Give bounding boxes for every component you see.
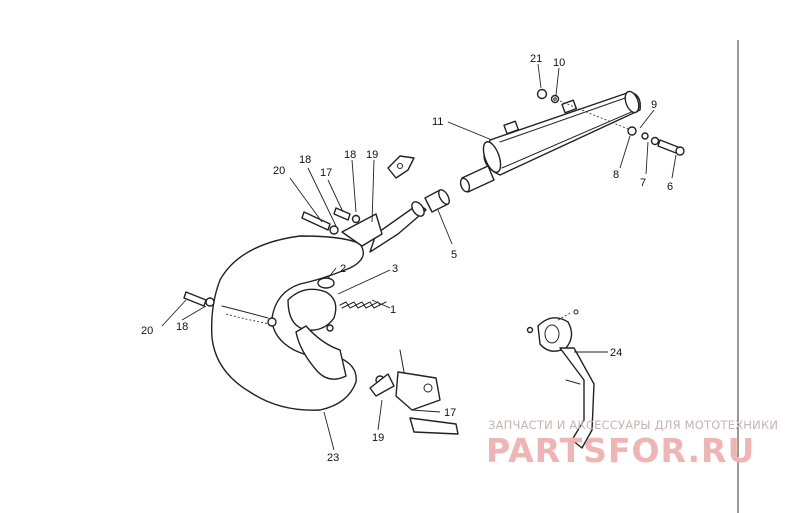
leader-lines (161, 63, 677, 451)
oring-and-springs (317, 277, 387, 309)
callout-5: 5 (451, 249, 457, 261)
callout-18-top: 18 (299, 154, 311, 166)
watermark-subtitle: ЗАПЧАСТИ И АКСЕССУАРЫ ДЛЯ МОТОТЕХНИКИ (488, 418, 778, 432)
silencer-hardware (536, 88, 685, 156)
callout-6: 6 (667, 181, 673, 193)
link-pipe (369, 189, 450, 253)
callout-17-top: 17 (320, 167, 332, 179)
callout-2: 2 (340, 263, 346, 275)
callout-17-bottom: 17 (444, 407, 456, 419)
callout-19-top: 19 (366, 149, 378, 161)
callout-18-mid: 18 (344, 149, 356, 161)
callout-23: 23 (327, 452, 339, 464)
callout-3: 3 (392, 263, 398, 275)
watermark: ЗАПЧАСТИ И АКСЕССУАРЫ ДЛЯ МОТОТЕХНИКИ PA… (486, 418, 778, 470)
callout-18-left: 18 (176, 321, 188, 333)
left-bolts (183, 207, 361, 307)
watermark-brand: PARTSFOR.RU (486, 431, 755, 470)
callout-21: 21 (530, 53, 542, 65)
callout-8: 8 (613, 169, 619, 181)
callout-19-bottom: 19 (372, 432, 384, 444)
callout-labels: 21 10 11 9 8 7 6 5 20 18 17 18 19 2 3 1 … (141, 53, 673, 464)
bracket-top (387, 155, 415, 179)
callout-20-left: 20 (141, 325, 153, 337)
callout-10: 10 (553, 57, 565, 69)
callout-7: 7 (640, 177, 646, 189)
callout-9: 9 (651, 99, 657, 111)
expansion-chamber-part-23 (210, 213, 383, 411)
tailpipe-part-24 (526, 309, 595, 449)
callout-11: 11 (432, 116, 443, 128)
mount-bracket (369, 349, 459, 435)
callout-1: 1 (390, 304, 396, 316)
callout-24: 24 (610, 347, 622, 359)
silencer-part-11 (459, 90, 641, 193)
callout-20-top: 20 (273, 165, 285, 177)
